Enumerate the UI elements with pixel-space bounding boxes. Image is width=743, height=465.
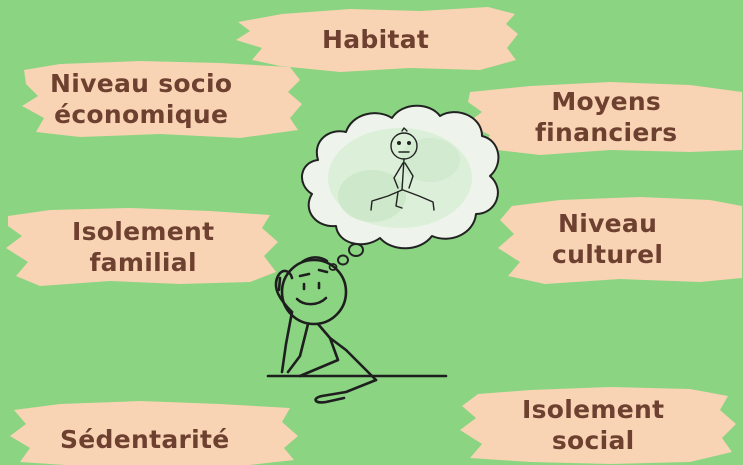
label-moyens-line-2: financiers [535,118,678,147]
thought-bubble [301,104,500,271]
label-habitat-line-1: Habitat [322,25,430,54]
thought-dot-large [348,243,364,257]
thinking-man [266,256,448,404]
label-niveau-culturel: Niveau culturel [552,208,663,270]
label-isolement-social-line-1: Isolement [522,395,665,424]
thought-dot-medium [337,254,349,266]
label-habitat: Habitat [322,24,429,55]
label-niveau-culturel-line-1: Niveau [557,209,658,238]
brush-stroke-niveau-culturel [498,197,742,284]
label-isolement-familial-line-2: familial [89,248,197,277]
label-niveau-socio-line-2: économique [54,100,229,129]
brush-stroke-moyens [466,82,742,155]
sad-figure [370,127,435,211]
label-moyens-line-1: Moyens [551,87,662,116]
label-moyens-financiers: Moyens financiers [535,86,677,148]
label-isolement-social-line-2: social [551,426,635,455]
label-isolement-social: Isolement social [522,394,664,456]
brush-stroke-isolement-familial [6,208,278,286]
brush-stroke-sedentarite [10,401,298,465]
label-niveau-culturel-line-2: culturel [552,240,664,269]
label-niveau-socio-line-1: Niveau socio [50,69,233,98]
label-sedentarite: Sédentarité [60,424,230,455]
brush-stroke-isolement-social [460,387,736,464]
brush-strokes [6,7,742,465]
label-isolement-familial: Isolement familial [72,216,214,278]
thought-dot-small [328,263,338,271]
brush-stroke-niveau-socio [22,61,302,138]
label-sedentarite-line-1: Sédentarité [60,425,230,454]
label-isolement-familial-line-1: Isolement [72,217,215,246]
label-niveau-socio-economique: Niveau socio économique [50,68,232,130]
brush-stroke-habitat [236,7,518,72]
